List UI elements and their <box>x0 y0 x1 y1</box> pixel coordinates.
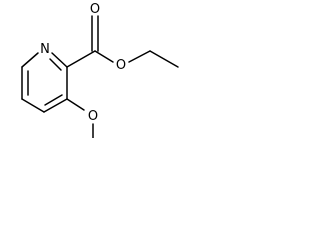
pyridine-ring <box>21 52 68 113</box>
bond-ring-carbonyl-carbon <box>66 50 96 68</box>
bond-c4-c5 <box>43 98 68 113</box>
ester-group <box>66 15 179 68</box>
methoxy-group <box>66 98 94 138</box>
carbonyl-oxygen-label: O <box>90 2 100 17</box>
double-bond-c4-c5-inner <box>44 94 63 106</box>
methoxy-oxygen-label: O <box>88 109 98 124</box>
bond-ring-methoxy-o <box>66 98 85 111</box>
bond-ester-o-ch2 <box>128 50 151 63</box>
bond-carbonyl-c-ester-o <box>94 50 114 63</box>
chemical-structure-diagram: N O O O <box>21 2 179 138</box>
bond-c6-n <box>51 52 68 68</box>
ring-nitrogen-label: N <box>40 42 50 57</box>
ester-oxygen-label: O <box>116 58 126 73</box>
double-bond-c6-n-inner <box>49 58 62 71</box>
bond-c3-c4 <box>21 98 45 113</box>
bond-ch2-ch3 <box>149 50 179 68</box>
bond-n-c2 <box>21 52 39 68</box>
